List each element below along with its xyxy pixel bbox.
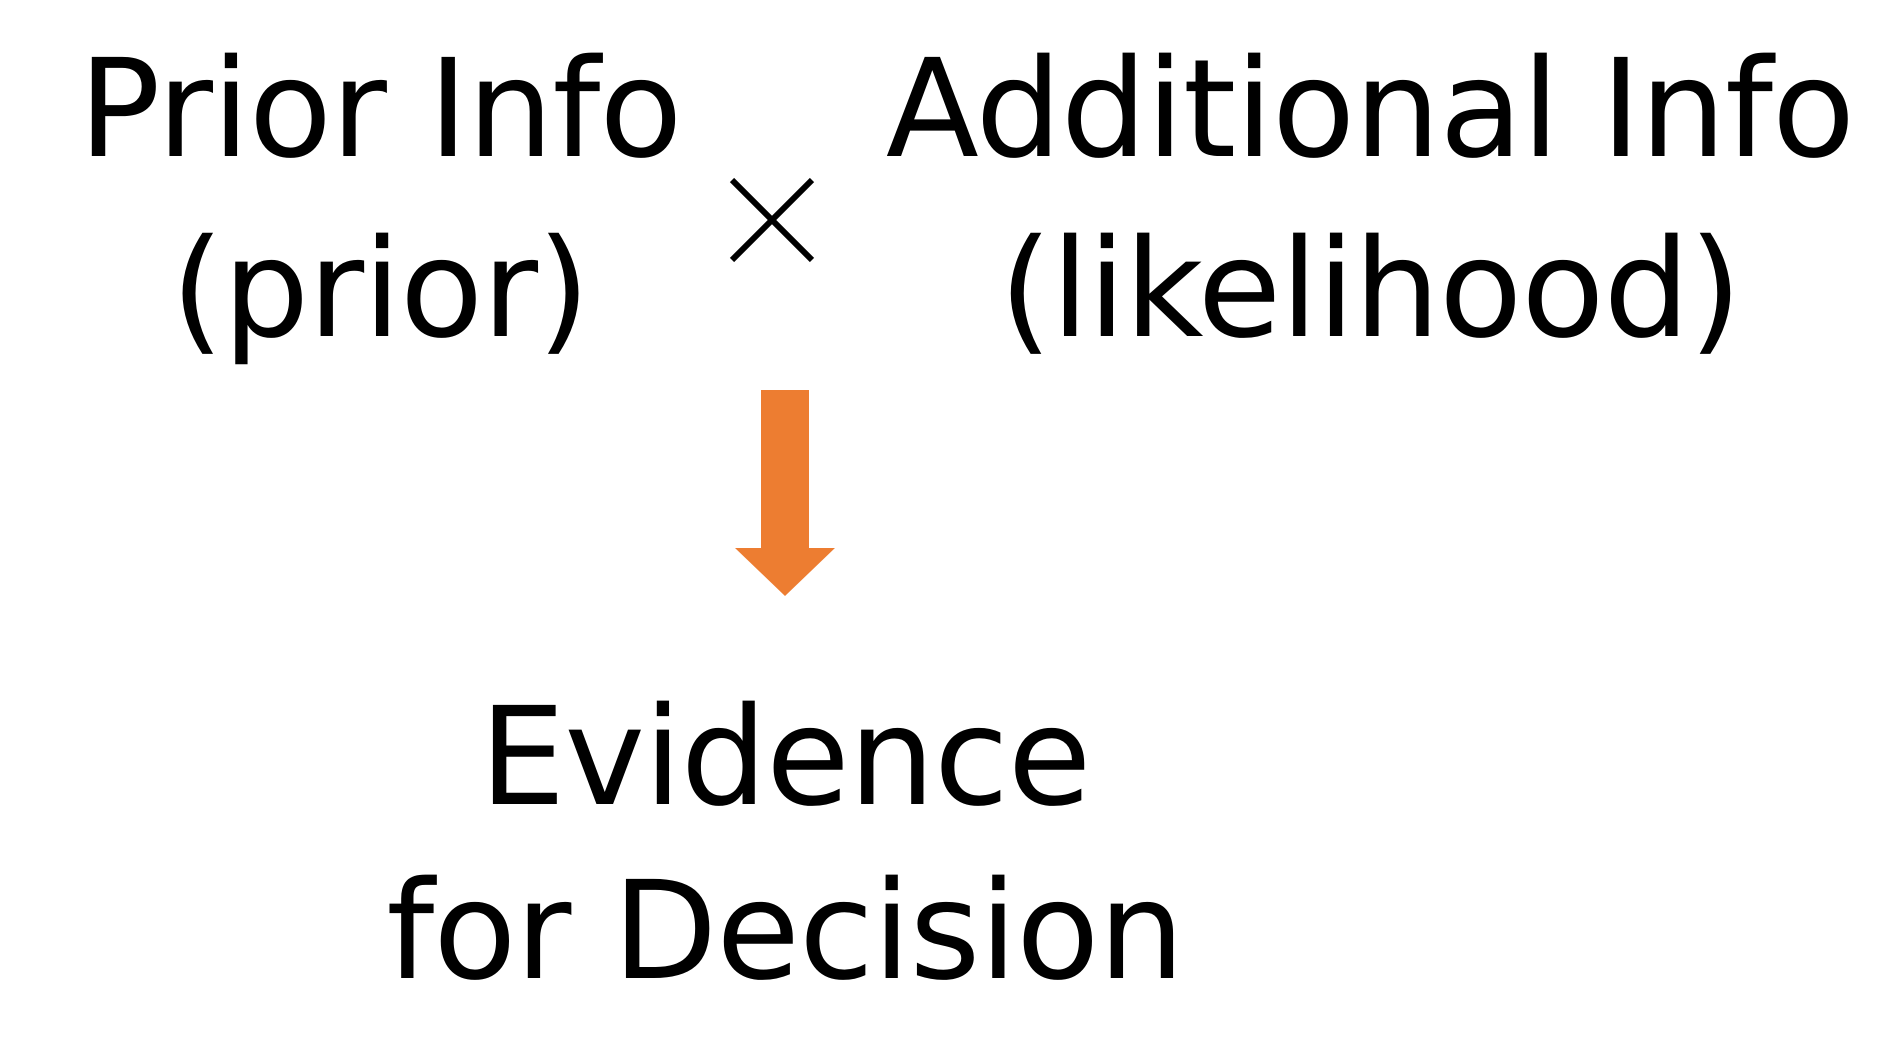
- evidence-subtitle: for Decision: [386, 853, 1184, 1011]
- additional-info-subtitle: (likelihood): [999, 211, 1742, 369]
- additional-info-label: Additional Info (likelihood): [865, 42, 1875, 358]
- evidence-label: Evidence for Decision: [340, 690, 1230, 1000]
- prior-info-subtitle: (prior): [170, 211, 590, 369]
- evidence-title: Evidence: [479, 679, 1092, 837]
- multiply-icon: [729, 177, 815, 263]
- additional-info-title: Additional Info: [885, 31, 1855, 189]
- prior-info-label: Prior Info (prior): [40, 42, 720, 358]
- arrow-down-shape: [735, 390, 835, 596]
- arrow-down-icon: [735, 390, 835, 596]
- prior-info-title: Prior Info: [78, 31, 682, 189]
